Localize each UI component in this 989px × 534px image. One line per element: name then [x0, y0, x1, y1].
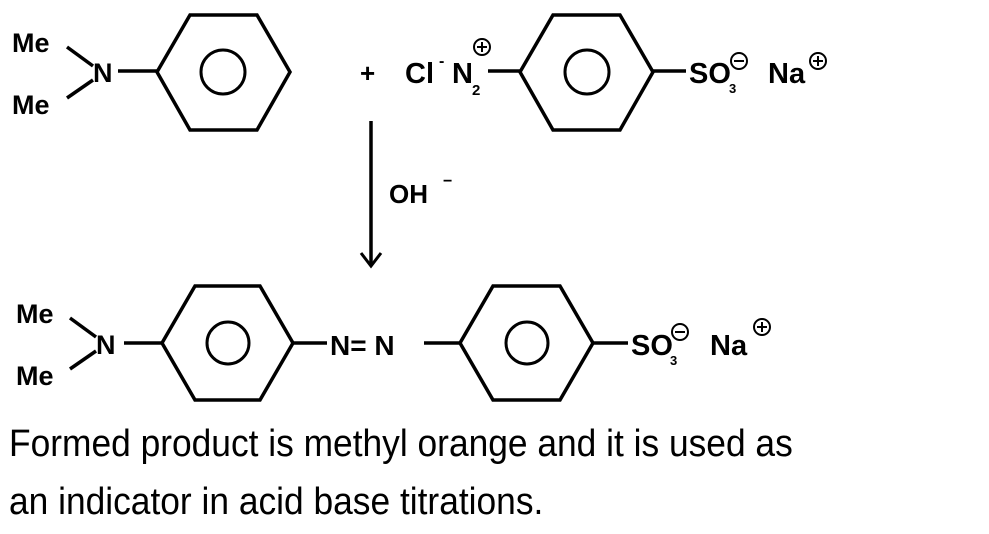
diazo-subscript: 2 — [472, 82, 480, 99]
product-sulfonate-label: SO — [631, 330, 673, 362]
me-n-bond-bottom — [66, 78, 94, 100]
chloride-charge: - — [439, 53, 444, 70]
me-n-bond-top — [65, 45, 95, 68]
reactant2-structure — [488, 13, 686, 132]
aromatic-circle-1 — [199, 48, 247, 96]
product-me-n-bond-bottom — [69, 349, 97, 371]
chloride-label: Cl — [405, 58, 434, 90]
hydroxide-charge: − — [443, 173, 452, 190]
product-structure — [68, 284, 628, 402]
caption-line-1: Formed product is methyl orange and it i… — [9, 423, 793, 465]
nitrogen-label: N — [93, 58, 113, 88]
aromatic-circle-3 — [205, 320, 251, 366]
product-sulfonate-subscript: 3 — [670, 353, 677, 368]
caption-line-2: an indicator in acid base titrations. — [9, 481, 544, 523]
charge-symbols — [473, 38, 827, 341]
product-me-n-bond-top — [68, 316, 98, 339]
benzene-ring-3 — [159, 284, 296, 402]
azo-link-label: N= N — [330, 330, 395, 361]
reactant1-structure — [65, 13, 293, 132]
plus-charge-icon — [473, 38, 491, 56]
methyl-label-top: Me — [12, 28, 50, 58]
product-sodium-label: Na — [710, 330, 748, 362]
hydroxide-label: OH — [389, 179, 428, 209]
product-methyl-label-bottom: Me — [16, 361, 54, 391]
plus-charge-icon — [753, 318, 771, 336]
minus-charge-icon — [671, 323, 689, 341]
sodium-label: Na — [768, 58, 806, 90]
plus-charge-icon — [809, 52, 827, 70]
methyl-label-bottom: Me — [12, 90, 50, 120]
aromatic-circle-2 — [563, 48, 611, 96]
minus-charge-icon — [730, 52, 748, 70]
aromatic-circle-4 — [504, 320, 550, 366]
plus-sign: + — [360, 58, 375, 88]
reaction-arrow — [359, 121, 383, 269]
benzene-ring-4 — [457, 284, 596, 402]
benzene-ring-1 — [154, 13, 293, 132]
sulfonate-label: SO — [689, 58, 731, 90]
product-methyl-label-top: Me — [16, 299, 54, 329]
reaction-scheme: Me Me N + Cl - N 2 SO 3 Na OH − Me Me N … — [12, 13, 827, 402]
benzene-ring-2 — [517, 13, 656, 132]
diazo-nitrogen-label: N — [452, 58, 473, 90]
product-nitrogen-label: N — [96, 330, 116, 360]
sulfonate-subscript: 3 — [729, 81, 736, 96]
